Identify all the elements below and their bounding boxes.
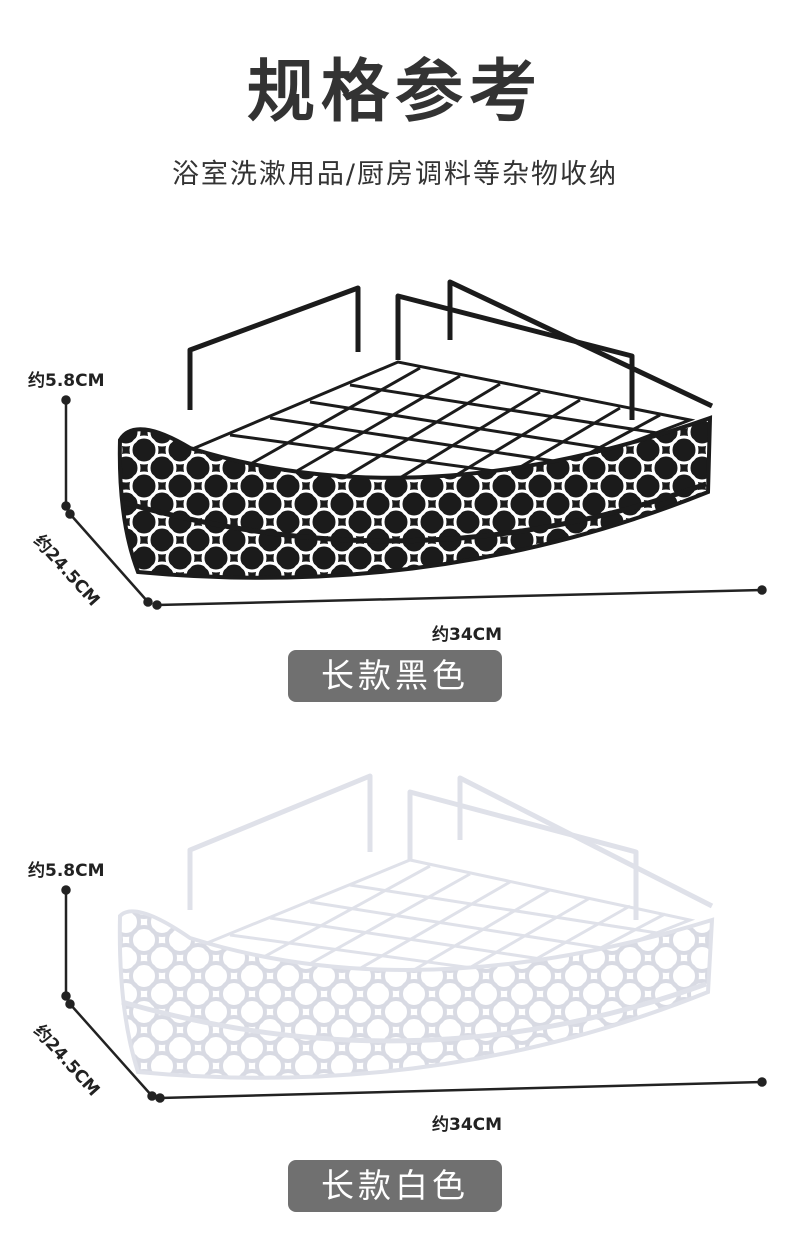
- dimension-lines: [61, 885, 767, 1103]
- product-black-section: 约5.8CM 约24.5CM 约34CM 长款黑色: [0, 270, 790, 710]
- product-white-section: 约5.8CM 约24.5CM 约34CM 长款白色: [0, 760, 790, 1220]
- width-label: 约34CM: [432, 1115, 503, 1135]
- height-label: 约5.8CM: [28, 371, 105, 391]
- dimension-lines: [61, 395, 767, 610]
- page-subtitle: 浴室洗漱用品/厨房调料等杂物收纳: [171, 159, 619, 190]
- variant-badge-black: 长款黑色: [288, 650, 502, 702]
- variant-badge-white: 长款白色: [288, 1160, 502, 1212]
- page-title: 规格参考: [246, 53, 543, 132]
- width-label: 约34CM: [432, 625, 503, 645]
- height-label: 约5.8CM: [28, 861, 105, 881]
- black-corner-basket-image: [117, 279, 714, 580]
- white-corner-basket-image: [117, 773, 715, 1080]
